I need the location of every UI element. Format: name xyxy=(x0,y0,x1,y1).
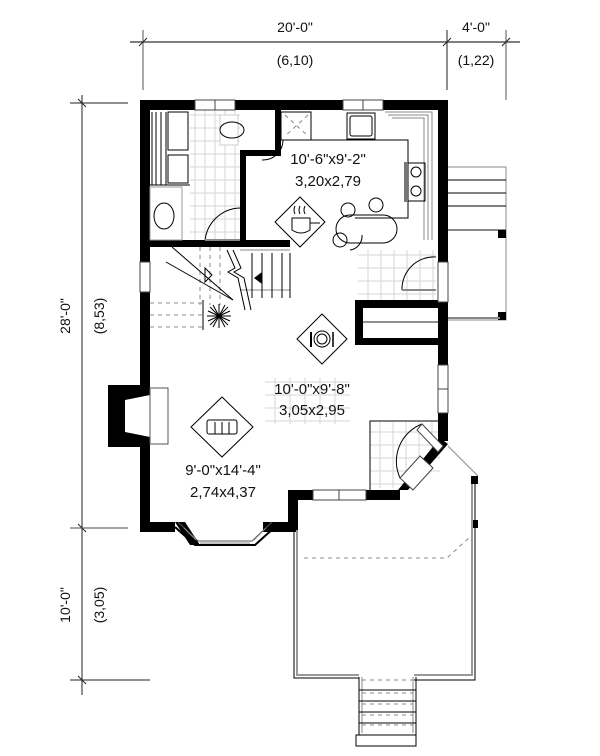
left-porch-imperial: 10'-0" xyxy=(57,587,73,623)
living-dimensions-metric: 2,74x4,37 xyxy=(190,484,256,501)
kitchen-dimensions-metric: 3,20x2,79 xyxy=(295,173,361,190)
dining-dimensions-imperial: 10'-0"x9'-8" xyxy=(274,381,350,398)
entry-door-side xyxy=(437,261,449,303)
vestibule-tile xyxy=(369,420,440,490)
dimension-top: 20'-0" (6,10) 4'-0" (1,22) xyxy=(130,19,520,100)
dining-dimensions-metric: 3,05x2,95 xyxy=(279,402,345,419)
entry xyxy=(349,234,438,323)
living-dimensions-imperial: 9'-0"x14'-4" xyxy=(185,462,261,479)
front-porch xyxy=(293,484,476,747)
entry-tile xyxy=(358,250,436,300)
front-steps xyxy=(355,677,417,747)
top-main-metric: (6,10) xyxy=(277,52,314,68)
left-porch-metric: (3,05) xyxy=(91,587,107,624)
left-main-metric: (8,53) xyxy=(91,298,107,335)
interior-walls xyxy=(150,110,440,345)
front-door xyxy=(395,423,479,528)
kitchen: 10'-6"x9'-2" 3,20x2,79 xyxy=(261,111,433,248)
windows xyxy=(139,99,449,501)
cooking-pot-icon xyxy=(274,196,326,248)
bay-window xyxy=(174,521,276,546)
top-main-imperial: 20'-0" xyxy=(277,19,313,35)
bathroom xyxy=(149,111,245,243)
dimension-left: 28'-0" (8,53) 10'-0" (3,05) xyxy=(57,95,150,695)
place-setting-icon xyxy=(296,313,348,365)
kitchen-dimensions-imperial: 10'-6"x9'-2" xyxy=(290,151,366,168)
left-main-imperial: 28'-0" xyxy=(57,298,73,334)
dining-tile xyxy=(265,378,350,424)
side-stairs xyxy=(448,166,507,321)
top-side-metric: (1,22) xyxy=(458,52,495,68)
top-side-imperial: 4'-0" xyxy=(462,19,490,35)
dining: 10'-0"x9'-8" 3,05x2,95 xyxy=(274,313,350,419)
sofa-icon xyxy=(190,396,254,458)
living: 9'-0"x14'-4" 2,74x4,37 xyxy=(185,396,261,501)
staircase xyxy=(150,246,291,330)
window-stairs xyxy=(139,261,151,293)
